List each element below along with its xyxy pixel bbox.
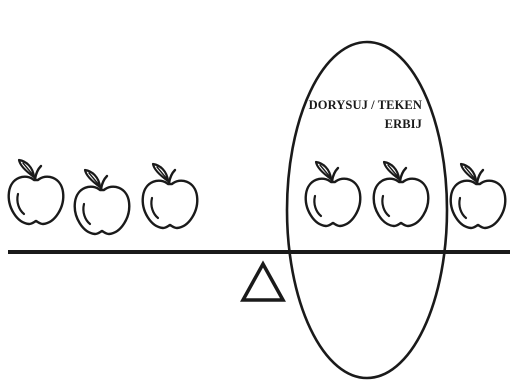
apple-icon (75, 170, 130, 234)
instruction-text: DORYSUJ / TEKEN ERBIJ (262, 96, 422, 134)
apple-icon (9, 160, 64, 224)
apple-icon (451, 164, 506, 228)
instruction-line-1: DORYSUJ / TEKEN (262, 96, 422, 115)
apple-icon (306, 162, 361, 226)
triangle-fulcrum-icon (243, 264, 283, 300)
apple-icon (374, 162, 429, 226)
instruction-line-2: ERBIJ (262, 115, 422, 134)
apple-icon (143, 164, 198, 228)
